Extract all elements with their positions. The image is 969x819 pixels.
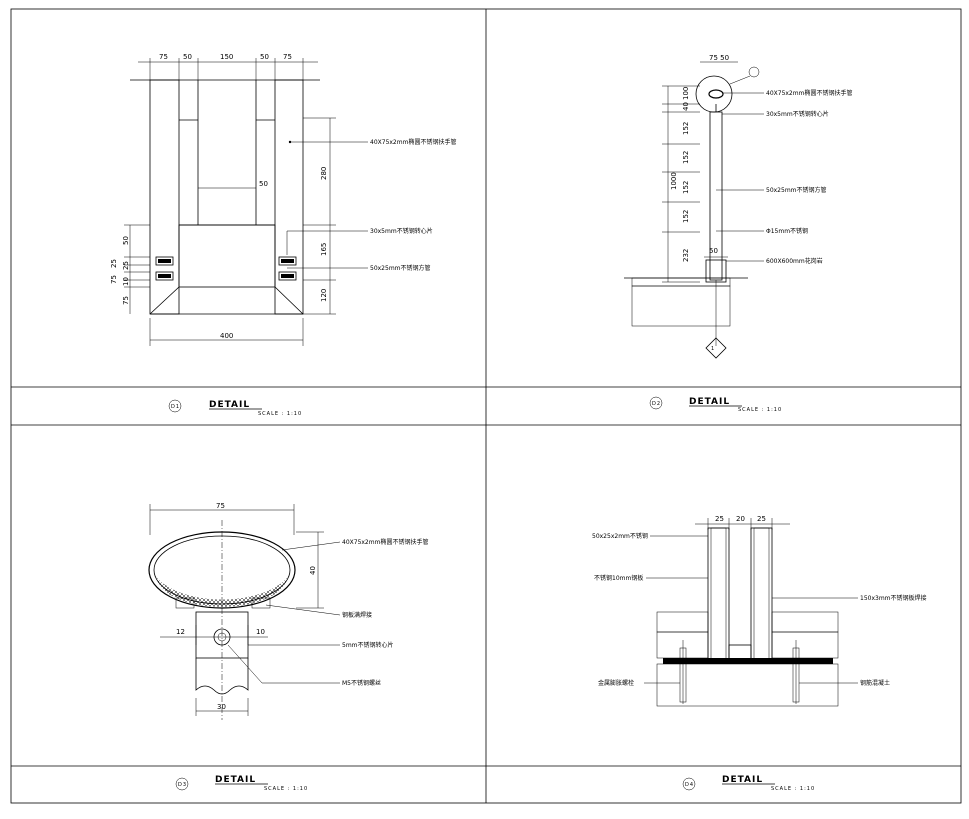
dim-bottom: 30 [217, 703, 226, 711]
svg-text:D3: D3 [178, 782, 187, 788]
dim-left-4: 75 [110, 275, 118, 284]
dim-left: 12 [176, 628, 185, 636]
dim-top-3: 150 [220, 53, 233, 61]
scale-1: SCALE : 1:10 [258, 411, 302, 417]
dim-top-5: 75 [283, 53, 292, 61]
label-tube: 50x25mm不锈钢方管 [370, 264, 431, 272]
title-4: DETAIL [722, 775, 763, 785]
label-plate: 5mm不锈钢转心片 [342, 641, 394, 649]
title-3: DETAIL [215, 775, 256, 785]
dim-mid: 50 [259, 180, 268, 188]
dim-right-3: 120 [320, 289, 328, 302]
dim-top-3: 25 [757, 515, 766, 523]
dim-bottom: 400 [220, 332, 233, 340]
panel-base-detail: 25 20 25 50x25x2mm不锈钢 不锈钢10mm钢板 金属膨胀螺栓 1… [592, 515, 927, 707]
label-plate: 30x5mm不锈钢转心片 [766, 110, 829, 118]
dim-v-6: 152 [682, 210, 690, 223]
dim-right: 40 [309, 566, 317, 575]
dim-top-1: 25 [715, 515, 724, 523]
label-tube: 50x25mm不锈钢方管 [766, 186, 827, 194]
title-block-4: D4 DETAIL SCALE : 1:10 [682, 775, 815, 792]
svg-text:1: 1 [711, 346, 715, 352]
dim-right-1: 280 [320, 167, 328, 180]
label-handrail: 40X75x2mm椭圆不锈钢扶手管 [766, 89, 852, 97]
title-2: DETAIL [689, 397, 730, 407]
svg-text:D4: D4 [685, 782, 694, 788]
dim-top: 75 50 [709, 54, 729, 62]
label-plate: 不锈钢10mm钢板 [594, 574, 643, 582]
title-block-2: D2 DETAIL SCALE : 1:10 [649, 396, 782, 413]
label-screw: M5不锈钢螺丝 [342, 679, 381, 687]
dim-v-5: 152 [682, 181, 690, 194]
dim-left-6: 75 [122, 296, 130, 305]
title-1: DETAIL [209, 400, 250, 410]
label-weld-plate: 150x3mm不锈钢板焊接 [860, 594, 927, 602]
label-tube: 50x25x2mm不锈钢 [592, 532, 648, 540]
dim-mid: 10 [256, 628, 265, 636]
title-block-3: D3 DETAIL SCALE : 1:10 [175, 775, 308, 792]
dim-left-2: 25 [110, 259, 118, 268]
dim-v-2: 40 [682, 102, 690, 111]
dim-left-5: 10 [122, 277, 130, 286]
scale-3: SCALE : 1:10 [264, 786, 308, 792]
label-plate: 30x5mm不锈钢转心片 [370, 227, 433, 235]
label-handrail: 40X75x2mm椭圆不锈钢扶手管 [342, 538, 428, 546]
dim-top-2: 20 [736, 515, 745, 523]
label-concrete: 钢筋混凝土 [860, 679, 890, 687]
dim-v-7: 232 [682, 249, 690, 262]
dim-right-2: 165 [320, 243, 328, 256]
dim-v-1: 100 [682, 87, 690, 100]
dim-left-3: 25 [122, 261, 130, 270]
dim-v-4: 152 [682, 151, 690, 164]
scale-2: SCALE : 1:10 [738, 407, 782, 413]
label-bolt: 金属膨胀螺栓 [598, 679, 634, 687]
svg-text:D1: D1 [171, 404, 180, 410]
dim-total: 1000 [670, 172, 678, 190]
dim-top-4: 50 [260, 53, 269, 61]
svg-text:D2: D2 [652, 401, 661, 407]
panel-elevation: 75 50 150 50 75 50 [110, 53, 456, 346]
label-rod: Φ15mm不锈钢 [766, 227, 808, 235]
label-handrail: 40X75x2mm椭圆不锈钢扶手管 [370, 138, 456, 146]
sheet-frame [10, 8, 962, 804]
label-granite: 600X600mm花岗岩 [766, 257, 823, 265]
scale-4: SCALE : 1:10 [771, 786, 815, 792]
dim-base: 50 [709, 247, 718, 255]
dim-v-3: 152 [682, 122, 690, 135]
panel-handrail-section: 75 40 12 10 30 40X75x2mm椭圆不锈钢扶手管 钢板满焊接 5… [148, 502, 428, 720]
label-weld: 钢板满焊接 [342, 611, 372, 619]
dim-top-1: 75 [159, 53, 168, 61]
dim-top-2: 50 [183, 53, 192, 61]
dim-top: 75 [216, 502, 225, 510]
panel-side-section: 75 50 100 40 152 152 152 152 232 1000 50 [624, 54, 852, 359]
title-block-1: D1 DETAIL SCALE : 1:10 [168, 399, 302, 417]
dim-left-1: 50 [122, 236, 130, 245]
